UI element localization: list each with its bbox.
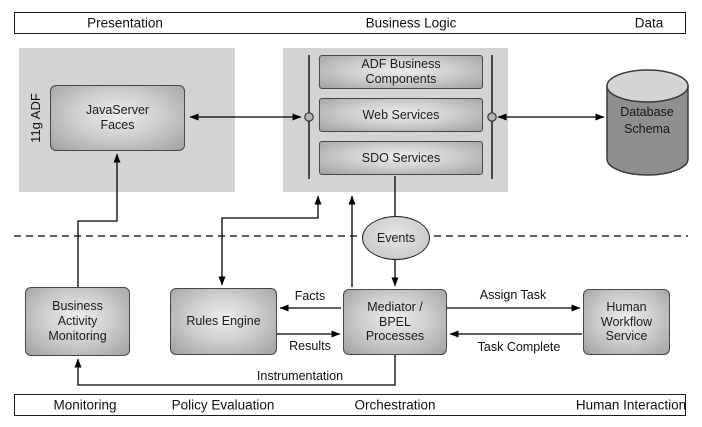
arrow-bam-to-jsf	[77, 153, 121, 287]
business-activity-monitoring-box: Business Activity Monitoring	[25, 287, 130, 356]
arrow-instrumentation	[74, 355, 396, 386]
events-label: Events	[376, 231, 416, 245]
adf-side-label: 11g ADF	[28, 93, 43, 143]
events-oval: Events	[362, 216, 430, 260]
capability-label-orchestration: Orchestration	[354, 397, 436, 413]
rules-engine-box: Rules Engine	[170, 288, 277, 355]
sdo-services-box: SDO Services	[319, 141, 483, 175]
top-tier-band: Presentation Business Logic Data	[14, 12, 686, 34]
tier-label-data: Data	[634, 15, 664, 31]
web-services-box: Web Services	[319, 98, 483, 132]
tier-label-presentation: Presentation	[87, 15, 163, 31]
bottom-capability-band: Monitoring Policy Evaluation Orchestrati…	[14, 394, 686, 416]
capability-label-policy-evaluation: Policy Evaluation	[171, 397, 275, 413]
instrumentation-edge-label: Instrumentation	[256, 369, 344, 383]
database-cylinder-icon	[606, 69, 689, 176]
task-complete-edge-label: Task Complete	[477, 340, 561, 354]
capability-label-monitoring: Monitoring	[53, 397, 117, 413]
results-edge-label: Results	[289, 339, 331, 353]
facts-edge-label: Facts	[294, 289, 326, 303]
human-workflow-service-box: Human Workflow Service	[583, 289, 670, 355]
mediator-bpel-box: Mediator / BPEL Processes	[343, 289, 447, 355]
right-interface-connector-circle	[487, 112, 497, 122]
tier-label-business-logic: Business Logic	[365, 15, 457, 31]
database-schema-label: Database Schema	[620, 105, 674, 136]
capability-label-human-interaction: Human Interaction	[575, 397, 687, 413]
left-interface-connector-circle	[304, 112, 314, 122]
arrow-rules-businesslogic	[218, 195, 322, 286]
javaserver-faces-box: JavaServer Faces	[50, 85, 185, 151]
adf-business-components-box: ADF Business Components	[319, 55, 483, 89]
assign-task-edge-label: Assign Task	[479, 288, 547, 302]
